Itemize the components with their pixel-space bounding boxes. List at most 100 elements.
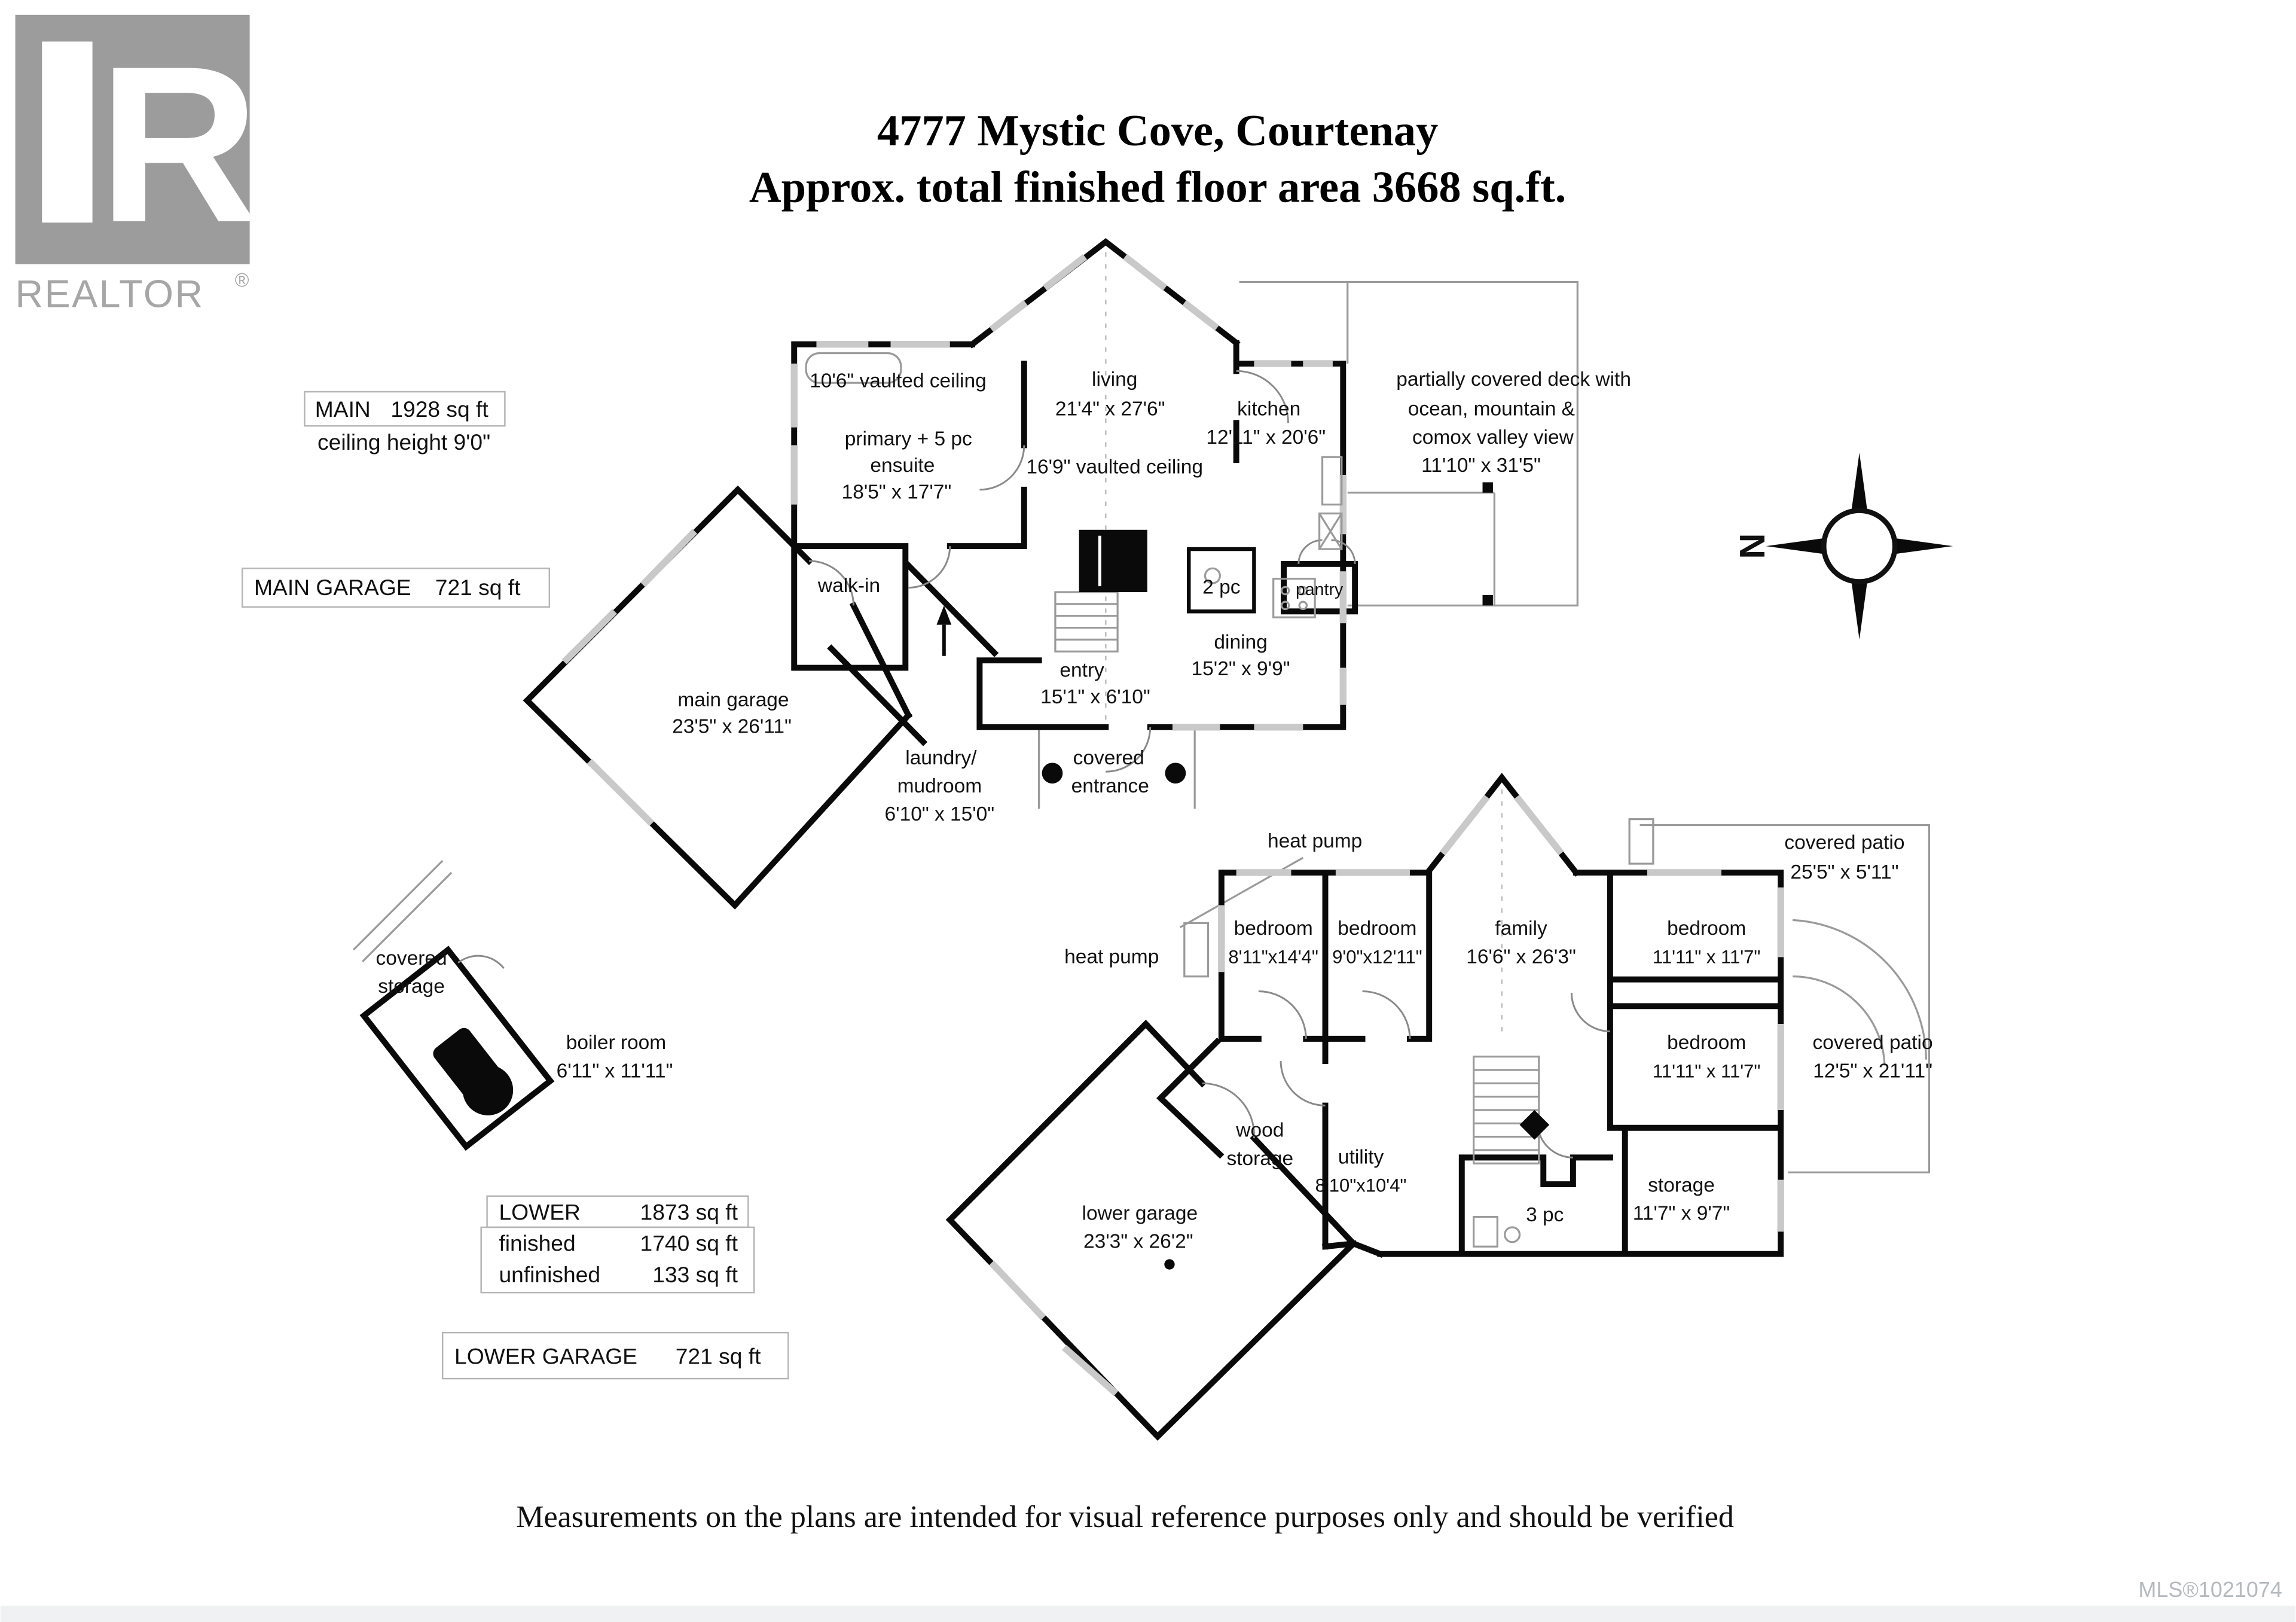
label-covered-storage-2: storage <box>378 975 445 998</box>
lower-garage-walls <box>945 1020 1358 1441</box>
north-arrow-entry <box>936 605 952 625</box>
label-heat-pump-left: heat pump <box>1064 946 1159 968</box>
main-floor-plan: 10'6" vaulted ceiling primary + 5 pc ens… <box>523 238 1631 910</box>
shower <box>1473 1216 1498 1248</box>
main-ceiling-note: ceiling height 9'0" <box>317 429 490 455</box>
label-lower-garage-dim: 23'3" x 26'2" <box>1083 1231 1193 1253</box>
label-deck-2: ocean, mountain & <box>1408 398 1575 420</box>
label-kitchen: kitchen <box>1237 398 1300 420</box>
label-pantry: pantry <box>1296 580 1344 599</box>
label-entry: entry <box>1060 659 1104 681</box>
compass-circle <box>1821 508 1898 584</box>
label-bedroom2-dim: 9'0"x12'11" <box>1332 946 1422 967</box>
unfinished-label: unfinished <box>499 1262 600 1287</box>
toilet <box>1204 567 1221 584</box>
label-wood: wood <box>1235 1120 1284 1142</box>
entrance-post <box>1042 763 1063 784</box>
finished-value: 1740 sq ft <box>640 1231 738 1256</box>
mudroom-walls <box>827 561 999 746</box>
label-family: family <box>1495 917 1547 940</box>
label-utility: utility <box>1338 1146 1384 1168</box>
toilet <box>1504 1226 1521 1243</box>
label-patio-right-dim: 12'5" x 21'11" <box>1813 1060 1932 1082</box>
main-garage-value: 721 sq ft <box>435 575 521 600</box>
compass-north-letter: N <box>1732 533 1772 559</box>
compass-rose: N <box>1732 452 1953 640</box>
two-pc-room <box>1187 547 1256 614</box>
label-kitchen-dim: 12'11" x 20'6" <box>1206 426 1326 449</box>
lower-stairs <box>1473 1056 1550 1164</box>
page-title-area: Approx. total finished floor area 3668 s… <box>749 163 1567 212</box>
label-patio-top-dim: 25'5" x 5'11" <box>1790 861 1898 883</box>
main-fixtures <box>805 352 1343 618</box>
lower-garage-value: 721 sq ft <box>676 1343 761 1368</box>
lower-area-box-top <box>486 1195 749 1228</box>
bottom-strip <box>0 1605 2296 1622</box>
label-deck-1: partially covered deck with <box>1396 368 1631 391</box>
label-heat-pump-top: heat pump <box>1268 830 1362 852</box>
label-wood-storage: storage <box>1226 1148 1293 1170</box>
label-dining-dim: 15'2" x 9'9" <box>1192 658 1290 680</box>
main-floor-door-arcs <box>809 370 1356 773</box>
main-garage-box <box>241 568 551 608</box>
unfinished-value: 133 sq ft <box>652 1262 738 1287</box>
realtor-logo-bar <box>42 41 93 223</box>
label-boiler-room: boiler room <box>566 1032 667 1054</box>
entrance-post <box>1165 763 1186 784</box>
mls-number: MLS®1021074 <box>2138 1577 2282 1602</box>
label-family-dim: 16'6" x 26'3" <box>1466 946 1576 968</box>
label-covered: covered <box>1073 747 1144 769</box>
label-deck-dim: 11'10" x 31'5" <box>1421 455 1541 477</box>
label-walk-in: walk-in <box>817 575 880 597</box>
label-lower-garage: lower garage <box>1082 1203 1198 1225</box>
finished-label: finished <box>499 1231 575 1256</box>
lower-area-label: LOWER <box>499 1200 580 1225</box>
deck-post <box>1482 482 1493 493</box>
realtor-wordmark: REALTOR <box>16 273 204 316</box>
fireplace-block <box>1079 529 1147 593</box>
lower-area-summary: LOWER 1873 sq ft finished 1740 sq ft unf… <box>441 1195 789 1380</box>
stove <box>1272 578 1316 618</box>
patio-outline <box>353 824 1930 1173</box>
deck-outline <box>1038 281 1578 809</box>
label-living: living <box>1092 368 1137 391</box>
label-primary: primary + 5 pc <box>845 428 972 450</box>
main-stairs <box>1054 529 1147 653</box>
lower-garage-box <box>441 1331 789 1380</box>
label-utility-dim: 8'10"x10'4" <box>1315 1175 1407 1196</box>
realtor-logo: R REALTOR ® <box>15 14 259 316</box>
lower-floor-plan: heat pump heat pump bedroom 8'11"x14'4" … <box>353 773 1933 1441</box>
main-markers <box>936 482 1493 784</box>
label-laundry-2: mudroom <box>897 775 982 797</box>
label-storage: storage <box>1648 1174 1715 1196</box>
heat-pump-unit-left <box>1183 922 1210 978</box>
lower-area-box-bottom <box>480 1226 755 1294</box>
main-garage-walls <box>523 485 913 910</box>
label-bedroom2: bedroom <box>1338 917 1416 940</box>
label-storage-dim: 11'7" x 9'7" <box>1633 1203 1730 1225</box>
label-primary-dim: 18'5" x 17'7" <box>842 481 952 504</box>
label-bedroom1-dim: 8'11"x14'4" <box>1228 946 1318 967</box>
lower-fixtures <box>1473 1216 1521 1248</box>
lower-garage-label: LOWER GARAGE <box>454 1343 637 1368</box>
label-deck-3: comox valley view <box>1412 426 1574 449</box>
lower-floor-windows <box>989 794 1784 1397</box>
heat-pump-unit-top <box>1628 818 1654 865</box>
main-area-label: MAIN <box>315 397 371 422</box>
main-garage-label: MAIN GARAGE <box>254 575 411 600</box>
label-primary-2: ensuite <box>870 455 935 477</box>
label-patio-right: covered patio <box>1813 1032 1933 1054</box>
label-boiler-room-dim: 6'11" x 11'11" <box>557 1060 673 1082</box>
disclaimer-text: Measurements on the plans are intended f… <box>516 1500 1734 1534</box>
label-vaulted-ceiling: 10'6" vaulted ceiling <box>810 370 987 392</box>
label-entry-dim: 15'1" x 6'10" <box>1040 686 1150 708</box>
label-living-dim: 21'4" x 27'6" <box>1055 398 1165 420</box>
bathtub <box>805 352 902 384</box>
label-bedroom4-dim: 11'11" x 11'7" <box>1653 1060 1760 1081</box>
main-floor-walls <box>791 238 1347 730</box>
label-entrance: entrance <box>1071 775 1149 797</box>
label-bedroom3: bedroom <box>1667 917 1746 940</box>
main-area-summary: MAIN 1928 sq ft ceiling height 9'0" MAIN… <box>241 391 551 608</box>
realtor-logo-letter: R <box>99 20 259 269</box>
